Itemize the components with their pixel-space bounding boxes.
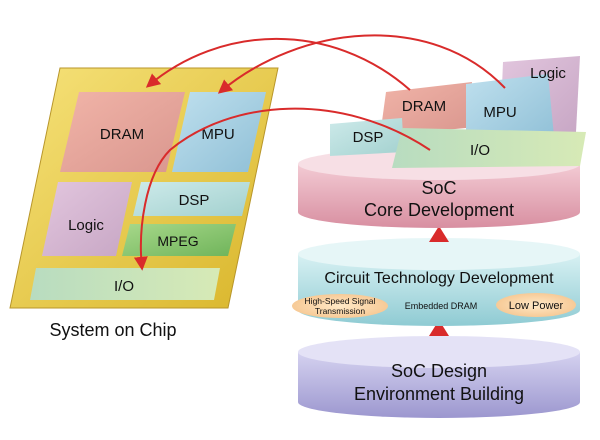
chip-block-logic [42, 182, 132, 256]
core-blocks: Logic DRAM MPU DSP I/O [330, 56, 586, 168]
core-label-io: I/O [470, 142, 490, 159]
chip-block-dram [60, 92, 185, 172]
chip-block-io [30, 268, 220, 300]
chip-block-mpu [172, 92, 266, 172]
chip-block-mpeg [122, 224, 236, 256]
core-label-logic: Logic [530, 65, 566, 82]
arrow-dram-to-chip [145, 37, 411, 91]
chip-label-dsp: DSP [179, 192, 210, 209]
chip-label-dram: DRAM [100, 126, 144, 143]
core-label-dram: DRAM [402, 98, 446, 115]
arrow-io-to-chip [133, 107, 431, 271]
pill-embedded-dram: Embedded DRAM [405, 301, 478, 311]
system-on-chip: DRAM MPU Logic DSP MPEG I/O System on Ch… [9, 67, 279, 340]
circuit-tier-top [298, 238, 580, 270]
design-tier: SoC Design Environment Building [298, 336, 580, 418]
transfer-arrows [133, 34, 506, 271]
chip-block-dsp [133, 182, 250, 216]
core-tier-line1: SoC [421, 178, 456, 198]
core-label-mpu: MPU [483, 104, 516, 121]
design-tier-line1: SoC Design [391, 361, 487, 381]
core-block-io [392, 128, 586, 168]
core-tier-line2: Core Development [364, 200, 514, 220]
chip-caption: System on Chip [49, 320, 176, 340]
chip-label-mpu: MPU [201, 126, 234, 143]
core-block-dsp [330, 118, 404, 156]
arrow-mpu-to-chip [217, 34, 506, 94]
circuit-tier: Circuit Technology Development High-Spee… [292, 238, 580, 326]
pill-high-speed [292, 294, 388, 318]
up-arrow-upper [429, 226, 449, 242]
core-tier-body [298, 164, 580, 228]
chip-label-io: I/O [114, 278, 134, 295]
pill-low-power-label: Low Power [509, 300, 564, 312]
core-block-mpu [466, 74, 554, 144]
design-tier-line2: Environment Building [354, 384, 524, 404]
up-arrow-lower [429, 320, 449, 336]
pill-high-speed-line1: High-Speed Signal [305, 296, 376, 306]
design-tier-top [298, 336, 580, 368]
core-label-dsp: DSP [353, 129, 384, 146]
core-block-dram [380, 82, 472, 136]
circuit-tier-title: Circuit Technology Development [324, 270, 554, 287]
chip-label-logic: Logic [68, 217, 104, 234]
design-tier-body [298, 352, 580, 418]
chip-label-mpeg: MPEG [157, 233, 198, 249]
pill-low-power [496, 293, 576, 317]
pill-high-speed-line2: Transmission [315, 306, 365, 316]
